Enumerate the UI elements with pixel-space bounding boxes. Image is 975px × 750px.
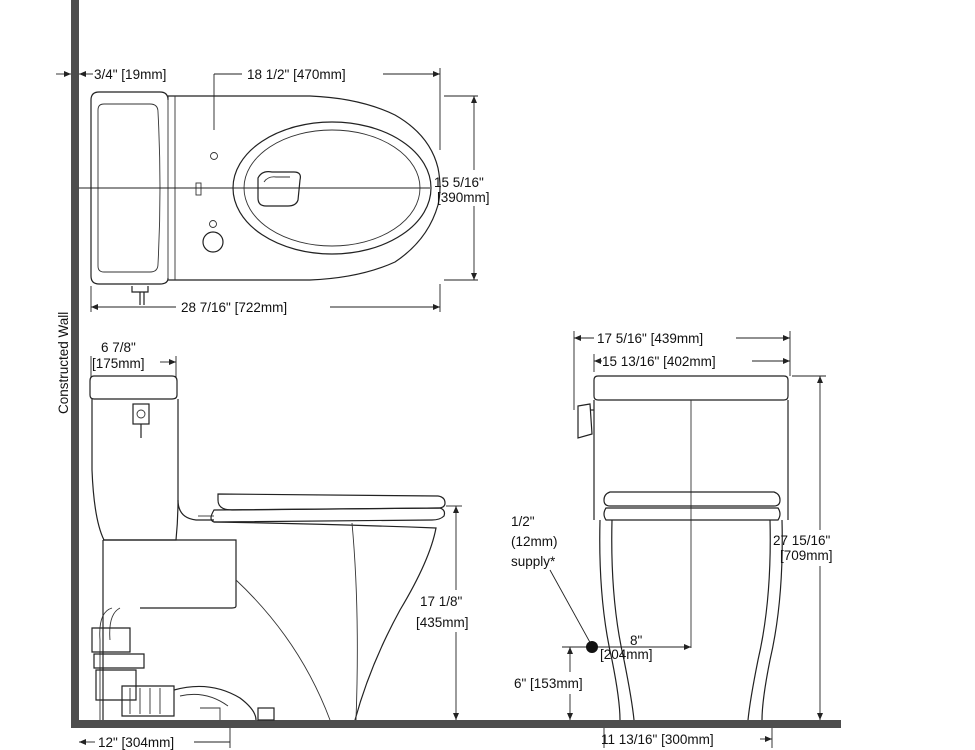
front-view: 17 5/16" [439mm] 15 13/16" [402mm] 1/2" … [511, 331, 833, 748]
dim-supply-offset-mm: [204mm] [600, 647, 653, 662]
dim-width-mm: [390mm] [437, 190, 490, 205]
dim-overall-height-mm: [709mm] [780, 548, 833, 563]
dim-tank-width: 17 5/16" [439mm] [597, 331, 703, 346]
dim-rough-in: 12" [304mm] [98, 735, 174, 750]
dim-base-width: 11 13/16" [300mm] [601, 732, 714, 747]
dim-supply-height: 6" [153mm] [514, 676, 583, 691]
floor-line [71, 720, 841, 728]
dim-rim-height-mm: [435mm] [416, 615, 469, 630]
dim-supply-offset-in: 8" [630, 633, 643, 648]
supply-label-2: (12mm) [511, 534, 558, 549]
supply-label-3: supply* [511, 554, 556, 569]
wall-label: Constructed Wall [56, 312, 71, 414]
dim-tank-depth-in: 6 7/8" [101, 340, 136, 355]
constructed-wall [71, 0, 79, 728]
supply-point [586, 641, 598, 653]
side-view: 6 7/8" [175mm] [79, 340, 469, 750]
dim-bowl-width: 15 13/16" [402mm] [602, 354, 716, 369]
plan-view: 3/4" [19mm] 18 1/2" [470mm] [56, 67, 490, 315]
dim-overall-length: 28 7/16" [722mm] [181, 300, 287, 315]
dim-rim-height-in: 17 1/8" [420, 594, 463, 609]
dim-overall-height-in: 27 15/16" [773, 533, 831, 548]
supply-label-1: 1/2" [511, 514, 535, 529]
dim-width-in: 15 5/16" [434, 175, 484, 190]
dim-outlet-to-front: 18 1/2" [470mm] [247, 67, 346, 82]
dim-tank-depth-mm: [175mm] [92, 356, 145, 371]
dim-wall-gap: 3/4" [19mm] [94, 67, 166, 82]
